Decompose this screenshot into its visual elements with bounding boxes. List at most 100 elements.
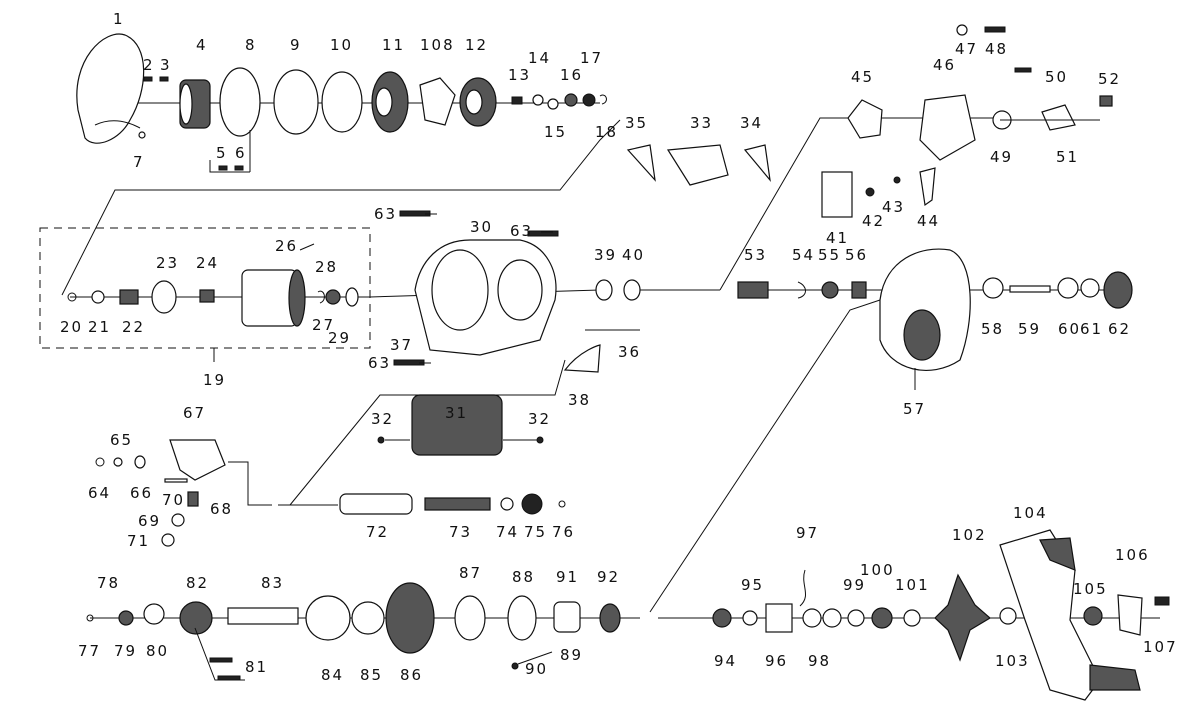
label-31: 31 (445, 404, 468, 422)
label-27: 27 (312, 316, 335, 334)
label-66: 66 (130, 484, 153, 502)
part-41-bracket (821, 171, 853, 218)
label-23: 23 (156, 254, 179, 272)
label-46: 46 (933, 56, 956, 74)
label-17: 17 (580, 49, 603, 67)
label-29: 29 (328, 329, 351, 347)
part-105-nut (1083, 606, 1103, 626)
label-9: 9 (290, 36, 302, 54)
label-43: 43 (882, 198, 905, 216)
part-56-collar (851, 281, 867, 299)
label-101: 101 (895, 576, 930, 594)
part-60-washer (1057, 277, 1079, 299)
label-37: 37 (390, 336, 413, 354)
label-57: 57 (903, 400, 926, 418)
label-28: 28 (315, 258, 338, 276)
label-54: 54 (792, 246, 815, 264)
label-83: 83 (261, 574, 284, 592)
label-73: 73 (449, 523, 472, 541)
part-106-cap (1117, 594, 1143, 636)
label-32b: 32 (528, 410, 551, 428)
part-102-star-drag (934, 573, 992, 662)
label-71: 71 (127, 532, 150, 550)
label-36: 36 (618, 343, 641, 361)
label-91: 91 (556, 568, 579, 586)
label-50: 50 (1045, 68, 1068, 86)
label-4: 4 (196, 36, 208, 54)
part-79-bearing (118, 610, 134, 626)
part-97-spring (799, 569, 807, 607)
part-9-ring (273, 69, 319, 135)
label-88: 88 (512, 568, 535, 586)
part-58-washer (982, 277, 1004, 299)
part-51-arm (1041, 104, 1076, 131)
label-40: 40 (622, 246, 645, 264)
label-35: 35 (625, 114, 648, 132)
part-76-clip (558, 500, 566, 508)
label-86: 86 (400, 666, 423, 684)
label-2: 2 (143, 56, 155, 74)
label-92: 92 (597, 568, 620, 586)
part-43-pin (893, 176, 901, 184)
row1-parts (76, 33, 607, 173)
label-55: 55 (818, 246, 841, 264)
label-5: 5 (216, 144, 228, 162)
part-50-screw (1014, 67, 1032, 73)
label-leaders (419, 213, 553, 364)
part-77-clip (86, 614, 94, 622)
part-15-washer (547, 98, 559, 110)
label-64: 64 (88, 484, 111, 502)
label-84: 84 (321, 666, 344, 684)
part-28-bearing (325, 289, 341, 305)
label-60: 60 (1058, 320, 1081, 338)
side-cover-row (737, 248, 1133, 390)
part-13-screw (511, 96, 523, 105)
label-81: 81 (245, 658, 268, 676)
label-49: 49 (990, 148, 1013, 166)
label-8: 8 (245, 36, 257, 54)
part-108-plate (419, 77, 456, 126)
part-95-washer (742, 610, 758, 626)
label-108: 108 (420, 36, 455, 54)
part-53-pinion (737, 281, 769, 299)
label-47: 47 (955, 40, 978, 58)
part-98-washer (802, 608, 822, 628)
label-72: 72 (366, 523, 389, 541)
label-21: 21 (88, 318, 111, 336)
label-13: 13 (508, 66, 531, 84)
label-70: 70 (162, 491, 185, 509)
label-52: 52 (1098, 70, 1121, 88)
part-48-screw (984, 26, 1006, 33)
label-75: 75 (524, 523, 547, 541)
label-38: 38 (568, 391, 591, 409)
part-94-bearing (712, 608, 732, 628)
part-65-washer (113, 457, 123, 467)
part-34-plate (743, 144, 771, 183)
part-82-gear (179, 601, 213, 635)
part-61-washer (1080, 278, 1100, 298)
part-107-screw (1154, 596, 1170, 606)
label-41: 41 (826, 229, 849, 247)
part-91-collar (553, 601, 581, 633)
part-6-screw (234, 165, 244, 171)
label-99: 99 (843, 576, 866, 594)
part-23-cap (151, 280, 177, 314)
part-44-lever (919, 167, 936, 207)
label-67: 67 (183, 404, 206, 422)
label-82: 82 (186, 574, 209, 592)
label-26: 26 (275, 237, 298, 255)
part-87-washer (454, 595, 486, 641)
part-29-ring (345, 287, 359, 307)
label-56: 56 (845, 246, 868, 264)
label-45: 45 (851, 68, 874, 86)
label-59: 59 (1018, 320, 1041, 338)
label-87: 87 (459, 564, 482, 582)
frame-body (369, 144, 771, 456)
label-63a: 63 (374, 205, 397, 223)
label-20: 20 (60, 318, 83, 336)
label-68: 68 (210, 500, 233, 518)
part-80-plate (143, 603, 165, 625)
label-80: 80 (146, 642, 169, 660)
part-17-bearing (582, 93, 596, 107)
